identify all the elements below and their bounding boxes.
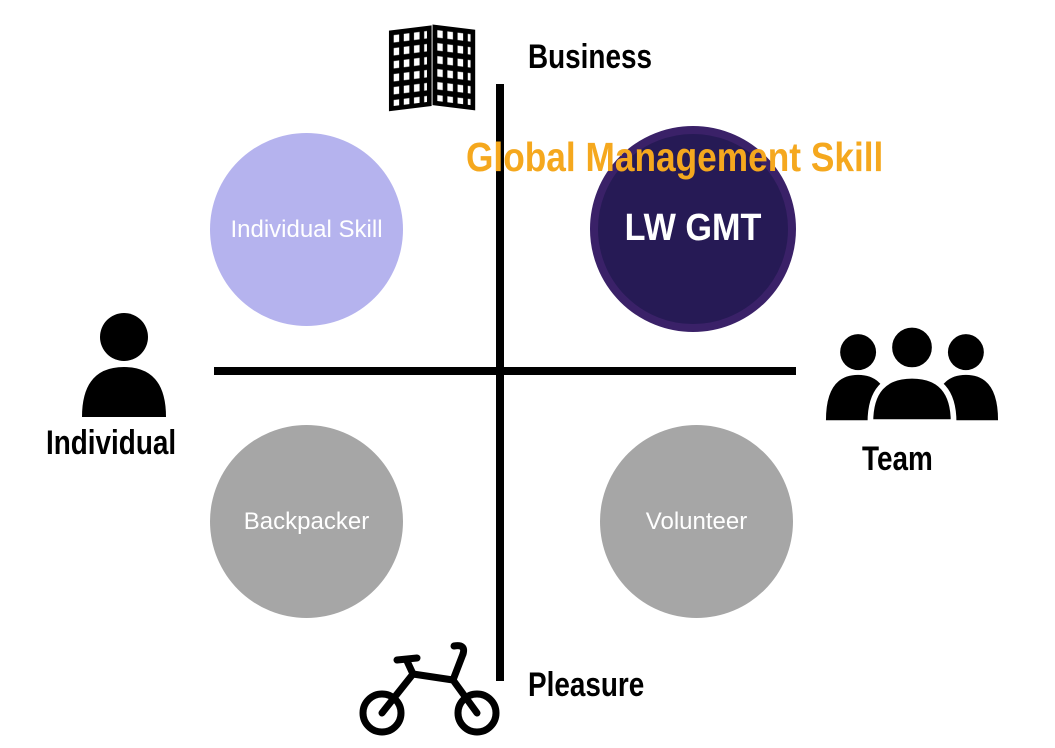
team-icon <box>825 321 999 424</box>
circle-lw-gmt: LW GMT <box>590 126 796 332</box>
circle-backpacker: Backpacker <box>210 425 403 618</box>
bicycle-icon <box>359 642 500 736</box>
axis-label-business: Business <box>528 38 652 76</box>
circle-backpacker-label: Backpacker <box>243 507 370 535</box>
circle-individual-skill: Individual Skill <box>210 133 403 326</box>
building-icon <box>388 24 476 112</box>
axis-label-individual: Individual <box>46 424 177 462</box>
axis-label-team: Team <box>862 440 933 478</box>
vertical-axis-line <box>496 84 504 681</box>
circle-volunteer: Volunteer <box>600 425 793 618</box>
horizontal-axis-line <box>214 367 796 375</box>
circle-individual-skill-label: Individual Skill <box>230 215 383 243</box>
person-icon <box>82 313 166 417</box>
circle-volunteer-label: Volunteer <box>645 507 748 535</box>
global-management-skill-annotation: Global Management Skill <box>466 134 884 180</box>
circle-lw-gmt-label: LW GMT <box>624 207 762 250</box>
axis-label-pleasure: Pleasure <box>528 666 645 704</box>
